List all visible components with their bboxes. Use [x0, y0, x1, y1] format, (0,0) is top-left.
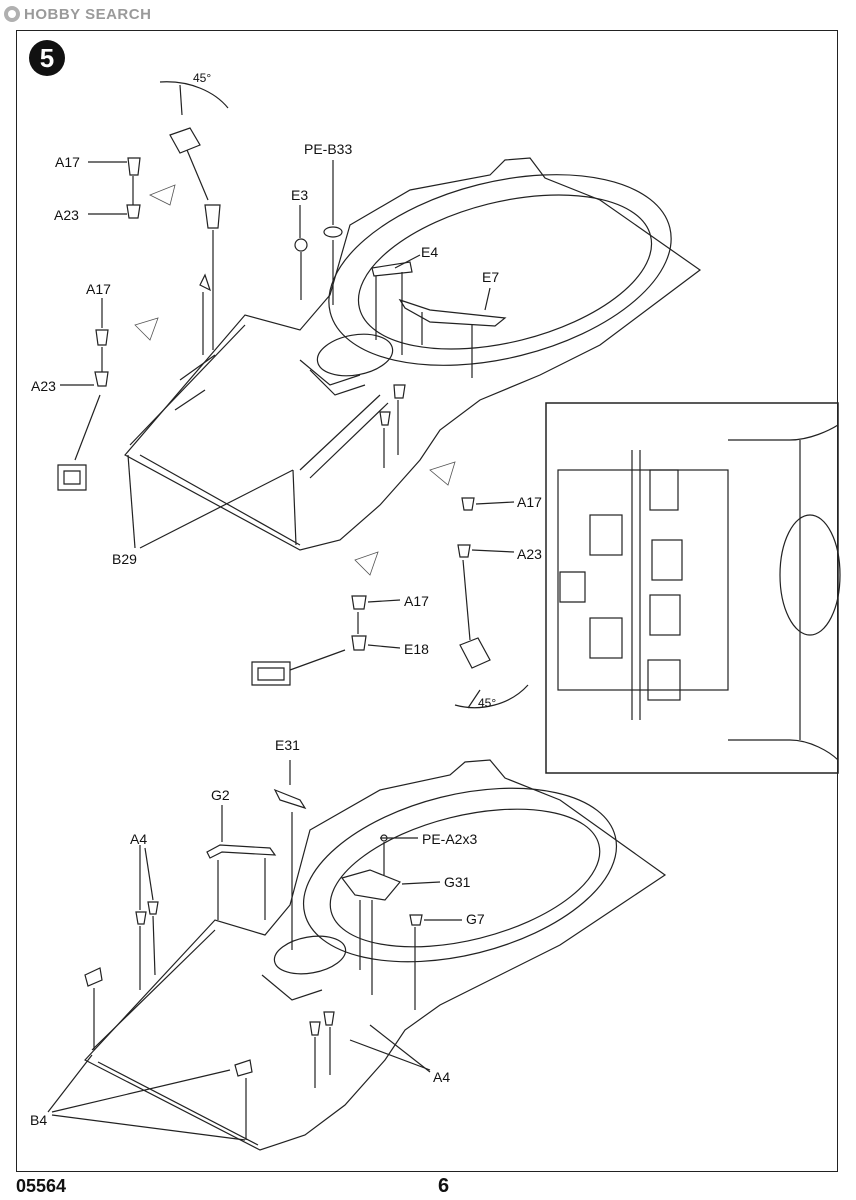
hobby-search-logo-icon: [4, 6, 20, 22]
kit-code: 05564: [16, 1176, 67, 1196]
label-e7: E7: [482, 269, 500, 285]
label-e31: E31: [275, 737, 300, 753]
label-e4: E4: [421, 244, 439, 260]
label-a23-left: A23: [31, 378, 56, 394]
leader-lines-b29: [127, 273, 297, 549]
label-pe-b33: PE-B33: [304, 141, 353, 157]
step-number-badge: 5: [29, 40, 65, 76]
label-a17-right: A17: [517, 494, 542, 510]
label-b29: B29: [112, 551, 137, 567]
label-a4-bottom: A4: [433, 1069, 451, 1085]
label-a23-right: A23: [517, 546, 542, 562]
shading-marks: [134, 184, 456, 576]
upper-hull-plate-drawing: [124, 157, 702, 551]
label-g7: G7: [466, 911, 485, 927]
label-pe-a2x3: PE-A2x3: [422, 831, 478, 847]
lower-hull-plate-drawing: [84, 759, 667, 1151]
parts-a17-a23-left: [57, 298, 109, 491]
label-a4-left: A4: [130, 831, 148, 847]
label-a17-top: A17: [55, 154, 80, 170]
parts-a17-a23-top: [88, 157, 141, 219]
page-number: 6: [438, 1175, 450, 1197]
label-b4: B4: [30, 1112, 48, 1128]
leader-lines-bottom: [47, 760, 462, 1141]
inset-detail-view: [545, 402, 841, 774]
watermark-text: HOBBY SEARCH: [24, 5, 152, 23]
angle-gauge-top: [159, 81, 229, 350]
leader-lines-top: [294, 160, 507, 378]
parts-right-middle: [251, 384, 529, 709]
label-a17-middle: A17: [404, 593, 429, 609]
label-a23-top: A23: [54, 207, 79, 223]
label-g31: G31: [444, 874, 471, 890]
hobby-search-watermark: HOBBY SEARCH: [4, 3, 151, 25]
label-e3: E3: [291, 187, 309, 203]
label-angle-bottom: 45°: [478, 696, 497, 710]
label-g2: G2: [211, 787, 230, 803]
label-a17-left: A17: [86, 281, 111, 297]
label-angle-top: 45°: [193, 71, 212, 85]
label-e18: E18: [404, 641, 429, 657]
